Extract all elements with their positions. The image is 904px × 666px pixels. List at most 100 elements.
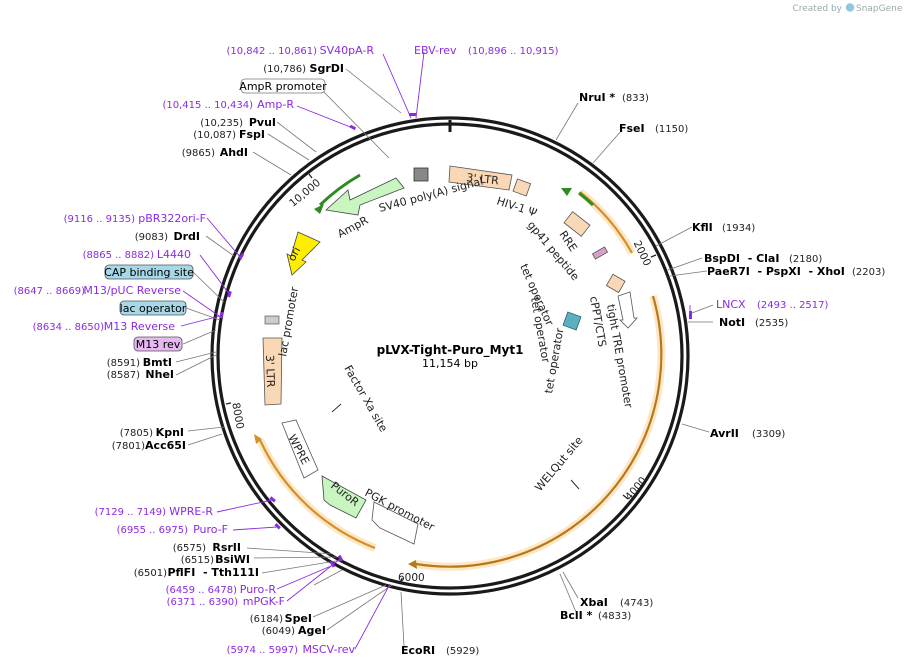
site-avrii: AvrII	[710, 427, 739, 440]
feature-ori-label: ori	[285, 245, 303, 264]
site-ecori: EcoRI	[401, 644, 435, 657]
pgk-shape	[371, 501, 419, 545]
primer-amp-r: Amp-R	[257, 98, 294, 111]
site-bcli-pos: (4833)	[598, 611, 631, 622]
feature-factor-xa: Factor Xa site	[341, 363, 390, 434]
site-rsrii-pos: (6575)	[173, 543, 206, 554]
site-ahdi-pos: (9865)	[182, 148, 215, 159]
primer-ebv-rev-pos: (10,896 .. 10,915)	[468, 46, 559, 57]
site-spei-pos: (6184)	[250, 614, 283, 625]
connector-lines	[175, 68, 714, 647]
plasmid-size: 11,154 bp	[422, 357, 478, 370]
snapgene-brand-label: SnapGene	[856, 4, 903, 14]
cap-binding-box: CAP binding site	[104, 266, 194, 279]
primer-m13-puc-pos: (8647 .. 8669)	[14, 286, 86, 297]
feature-3ltr-left: 3' LTR	[263, 355, 277, 388]
feature-shapes	[262, 165, 638, 545]
primer-ebv-rev: EBV-rev	[414, 44, 457, 57]
site-bspdi: BspDI - ClaI	[704, 252, 779, 265]
primer-l4440-pos: (8865 .. 8882)	[83, 250, 155, 261]
site-fsei-pos: (1150)	[655, 124, 688, 135]
primer-mpgk-f: mPGK-F	[243, 595, 285, 608]
site-noti: NotI	[719, 316, 745, 329]
cppt-shape	[605, 273, 626, 294]
primer-lines	[180, 51, 691, 650]
site-bspdi-pos: (2180)	[789, 254, 822, 265]
wpre-shape	[281, 419, 319, 479]
site-kpni-pos: (7805)	[120, 428, 153, 439]
feature-welq: WELQut site	[532, 434, 585, 494]
site-ahdi: AhdI	[220, 146, 248, 159]
primer-lncx-pos: (2493 .. 2517)	[757, 300, 829, 311]
site-fspi-pos: (10,087)	[193, 130, 236, 141]
m13-rev-box: M13 rev	[136, 338, 181, 351]
ltr3-top-shape	[448, 165, 513, 191]
tick-2000: 2000	[631, 239, 654, 268]
tight-tre-arrow	[617, 291, 638, 329]
site-pflfi-pos: (6501)	[134, 568, 167, 579]
site-bcli: BclI *	[560, 609, 593, 622]
feature-lac-promoter: lac promoter	[276, 285, 301, 357]
welq-mark	[570, 479, 580, 490]
site-sgrdi: SgrDI	[310, 62, 344, 75]
site-noti-pos: (2535)	[755, 318, 788, 329]
hiv1-shape	[512, 178, 532, 197]
puror-shape	[321, 475, 367, 519]
tick-10000: 10,000	[287, 177, 323, 210]
site-kfli-pos: (1934)	[722, 223, 755, 234]
primer-sv40pa-r-pos: (10,842 .. 10,861)	[227, 46, 318, 57]
site-fspi: FspI	[239, 128, 265, 141]
site-sgrdi-pos: (10,786)	[263, 64, 306, 75]
primer-mpgk-f-pos: (6371 .. 6390)	[167, 597, 239, 608]
primer-mscv-rev: MSCV-rev	[302, 643, 355, 656]
primer-m13-reverse: M13 Reverse	[104, 320, 175, 333]
site-kfli: KflI	[692, 221, 713, 234]
primer-m13-reverse-pos: (8634 .. 8650)	[33, 322, 105, 333]
site-pvui: PvuI	[249, 116, 276, 129]
site-drdi-pos: (9083)	[135, 232, 168, 243]
primer-puro-r-pos: (6459 .. 6478)	[166, 585, 238, 596]
site-avrii-pos: (3309)	[752, 429, 785, 440]
primer-wpre-r-pos: (7129 .. 7149)	[95, 507, 167, 518]
site-spei: SpeI	[285, 612, 312, 625]
site-nrui: NruI *	[579, 91, 615, 104]
site-bmti: BmtI	[143, 356, 172, 369]
primer-lncx: LNCX	[716, 298, 746, 311]
created-by-label: Created by	[792, 4, 842, 14]
site-nrui-pos: (833)	[622, 93, 649, 104]
site-nhei-pos: (8587)	[107, 370, 140, 381]
amp-promoter-box: AmpR promoter	[239, 80, 327, 93]
primer-wpre-r: WPRE-R	[169, 505, 213, 518]
site-drdi: DrdI	[173, 230, 200, 243]
site-bsiwi-pos: (6515)	[181, 555, 214, 566]
factor-xa-mark	[331, 403, 342, 413]
primer-markers	[219, 113, 692, 568]
rre-shape	[563, 211, 591, 237]
feature-3ltr-top: 3' LTR	[466, 171, 500, 187]
site-agei: AgeI	[298, 624, 326, 637]
feature-ampr-label: AmpR	[335, 214, 370, 241]
tick-6000: 6000	[398, 572, 425, 584]
site-kpni: KpnI	[156, 426, 184, 439]
site-nhei: NheI	[145, 368, 174, 381]
primer-amp-r-pos: (10,415 .. 10,434)	[163, 100, 254, 111]
site-xbai: XbaI	[580, 596, 608, 609]
primer-puro-f: Puro-F	[193, 523, 228, 536]
site-xbai-pos: (4743)	[620, 598, 653, 609]
plasmid-name: pLVX-Tight-Puro_Myt1	[377, 343, 524, 358]
orf-arcs	[254, 173, 666, 571]
lac-operator-mark	[264, 315, 280, 325]
site-acc65i: Acc65I	[145, 439, 186, 452]
site-ecori-pos: (5929)	[446, 646, 479, 657]
primer-pbr322: pBR322ori-F	[138, 212, 206, 225]
snapgene-logo-icon	[845, 3, 855, 12]
primer-pbr322-pos: (9116 .. 9135)	[64, 214, 136, 225]
site-fsei: FseI	[619, 122, 645, 135]
ltr3-left-shape	[262, 337, 283, 406]
feature-hiv1: HIV-1 Ψ	[495, 194, 539, 219]
primer-l4440: L4440	[157, 248, 191, 261]
site-rsrii: RsrII	[212, 541, 241, 554]
lac-operator-box: lac operator	[120, 302, 187, 315]
site-bsiwi: BsiWI	[215, 553, 250, 566]
